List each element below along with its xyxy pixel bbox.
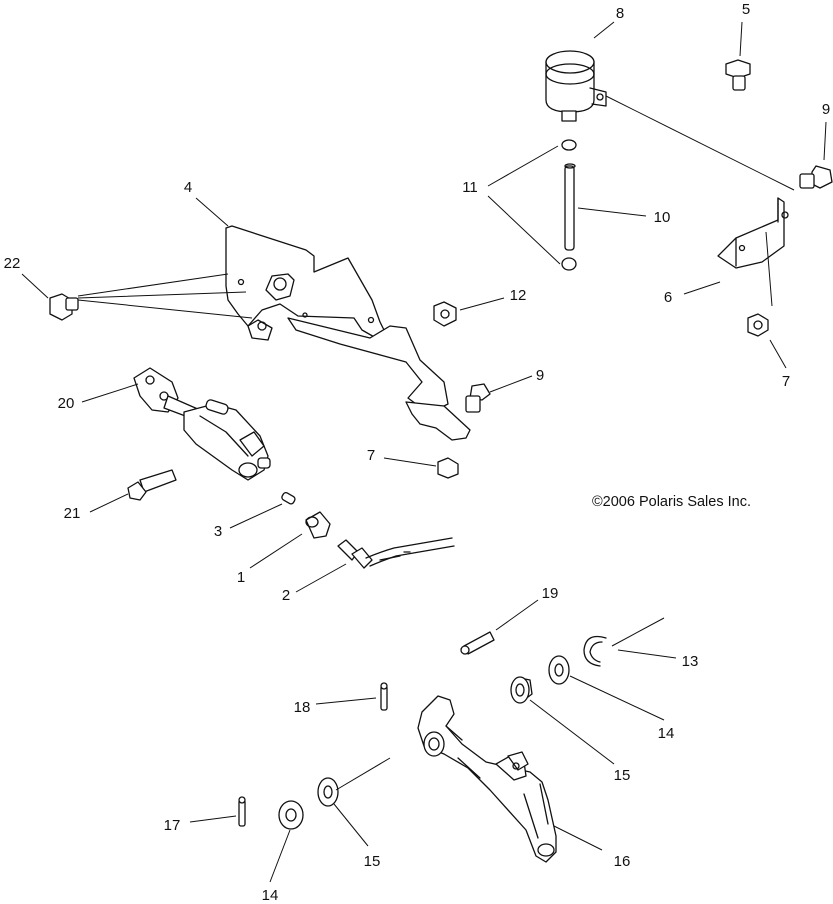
- bushing-part-15-lower: [317, 777, 339, 807]
- master-cylinder-part-20: [133, 367, 271, 481]
- bolt-part-9-right: [799, 165, 833, 189]
- callout-15-upper: 15: [614, 767, 631, 784]
- callout-15-lower: 15: [364, 853, 381, 870]
- nut-part-12: [433, 301, 457, 327]
- callout-7-center: 7: [367, 447, 375, 464]
- callout-6: 6: [664, 289, 672, 306]
- bushing-part-15-upper: [510, 676, 533, 704]
- nut-part-7-right: [747, 313, 769, 337]
- callout-14-lower: 14: [262, 887, 279, 904]
- cotter-pin-part-18: [380, 682, 388, 711]
- bolt-part-9-center: [465, 383, 491, 413]
- callout-9-right: 9: [822, 101, 830, 118]
- nut-part-7-center: [437, 457, 459, 479]
- callout-18: 18: [294, 699, 311, 716]
- callout-3: 3: [214, 523, 222, 540]
- leader-lines: [21, 21, 827, 883]
- callout-7-right: 7: [782, 373, 790, 390]
- bolt-part-22: [49, 293, 79, 321]
- hose-part-10: [564, 163, 576, 251]
- pivot-pin-part-19: [460, 631, 495, 655]
- fitting-part-1: [305, 511, 331, 539]
- callout-4: 4: [184, 179, 192, 196]
- callouts: 8 5 9 11 10 4 22 6 12 7 9 20 7 21 3 1 2 …: [4, 1, 831, 904]
- copyright-notice: ©2006 Polaris Sales Inc.: [592, 494, 751, 510]
- callout-19: 19: [542, 585, 559, 602]
- callout-5: 5: [742, 1, 750, 18]
- callout-11: 11: [462, 179, 478, 196]
- callout-13: 13: [682, 653, 699, 670]
- washer-part-14-lower: [278, 800, 304, 830]
- pin-part-3: [281, 491, 296, 505]
- reservoir-part-8: [545, 50, 607, 122]
- callout-22: 22: [4, 255, 21, 272]
- brake-line-part-2: [337, 537, 455, 569]
- callout-20: 20: [58, 395, 75, 412]
- callout-9-center: 9: [536, 367, 544, 384]
- clamp-part-11: [561, 139, 577, 271]
- callout-1: 1: [237, 569, 245, 586]
- clip-part-13: [583, 635, 607, 667]
- washer-part-14-upper: [548, 655, 570, 685]
- bracket-part-6: [717, 197, 789, 269]
- callout-10: 10: [654, 209, 671, 226]
- callout-17: 17: [164, 817, 181, 834]
- callout-16: 16: [614, 853, 631, 870]
- callout-2: 2: [282, 587, 290, 604]
- cotter-pin-part-17: [238, 796, 246, 827]
- callout-8: 8: [616, 5, 624, 22]
- bolt-part-21: [127, 469, 177, 501]
- callout-12: 12: [510, 287, 527, 304]
- bracket-part-4: [225, 225, 471, 441]
- callout-14-upper: 14: [658, 725, 675, 742]
- callout-21: 21: [64, 505, 81, 522]
- brake-pedal-part-16: [417, 695, 557, 863]
- bolt-part-5: [725, 59, 751, 91]
